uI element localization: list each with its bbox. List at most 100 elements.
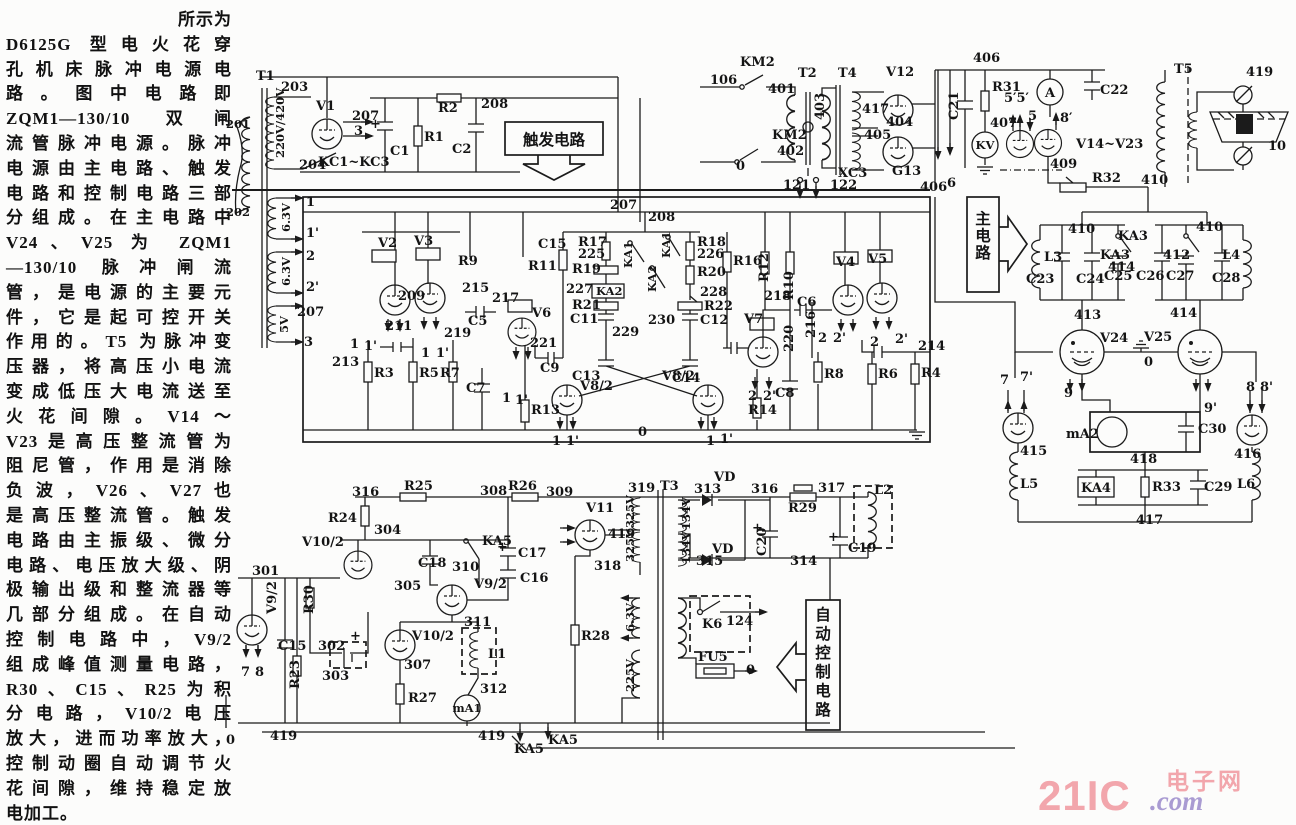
left-text-line: 变成低压大电流送至	[6, 381, 232, 401]
label-node-207-rail: 207	[610, 198, 637, 213]
label-node-1-t1: 1	[306, 195, 315, 210]
label-node-2-v7: 2	[748, 389, 757, 404]
label-km2-lower: KM2	[772, 128, 807, 143]
label-ka2-v: KA2	[645, 266, 659, 292]
label-r10: R10	[782, 271, 797, 300]
label-node-317: 317	[818, 481, 845, 496]
label-r8: R8	[824, 367, 844, 382]
label-node-0-fu5: 0	[746, 663, 755, 678]
label-r19: R19	[572, 262, 601, 277]
label-node-413: 413	[1074, 308, 1101, 323]
label-t1: T1	[256, 69, 275, 84]
label-r3: R3	[374, 366, 394, 381]
label-r9: R9	[458, 254, 478, 269]
label-node-419-bl: 419	[270, 729, 297, 744]
label-t1-w3-voltage: 5V	[277, 315, 291, 333]
label-r18: R18	[697, 235, 726, 250]
label-node-124: 124	[726, 614, 753, 629]
left-text-line: 组成峰值测量电路，	[6, 654, 232, 674]
left-text-line: 控制电路中，V9/2	[6, 629, 232, 649]
label-node-201: 201	[226, 117, 250, 131]
label-node-9: 9	[1064, 386, 1073, 401]
trigger-generator	[303, 211, 930, 440]
label-node-208-rail: 208	[648, 210, 675, 225]
label-ma2-label: mA2	[1066, 427, 1099, 442]
label-r16: R16	[733, 254, 762, 269]
label-t1-primary-voltage: 220V/420V	[273, 87, 287, 158]
label-node-226: 226	[697, 247, 724, 262]
left-text-line: R30、C15、R25为积	[6, 679, 232, 699]
label-v8-2-right: V8/2	[661, 369, 695, 384]
label-ka5-c: KA5	[548, 733, 578, 748]
left-text-line: 作用的。T5 为脉冲变	[6, 332, 232, 352]
label-g13: G13	[892, 164, 921, 179]
label-node-414-a: 414	[1108, 260, 1135, 275]
label-node-319: 319	[628, 481, 655, 496]
label-c13: C13	[572, 369, 600, 384]
label-node-0-main: 0	[1144, 355, 1153, 370]
label-node-5: 5	[1028, 109, 1037, 124]
label-c25: C25	[1104, 269, 1132, 284]
label-node-3-v1: 3	[354, 124, 363, 139]
label-node-209: 209	[398, 289, 425, 304]
label-node-207-t1: 207	[297, 305, 324, 320]
label-node-316-b: 316	[751, 482, 778, 497]
left-text-line: 极输出级和整流器等	[6, 580, 232, 600]
label-w325-a: 325V	[623, 494, 637, 528]
label-batt-plus: +	[350, 629, 361, 644]
label-c17-plus: +	[497, 540, 508, 555]
label-ka1-v1: KA1	[621, 242, 635, 268]
label-node-5p5p: 5′5′	[1004, 91, 1030, 106]
label-c7: C7	[466, 381, 485, 396]
label-w325-b: 325V	[623, 528, 637, 562]
v1-oscillator-stage	[262, 76, 641, 222]
label-v10-2-a: V10/2	[301, 535, 344, 550]
label-c19: C19	[848, 541, 876, 556]
label-t1-w2-voltage: 6.3V	[279, 256, 293, 286]
label-node-219: 219	[444, 326, 471, 341]
label-node-1p-v3: 1'	[436, 346, 449, 361]
label-r23: R23	[288, 660, 303, 689]
label-l4: L4	[1222, 248, 1240, 263]
label-r22: R22	[704, 299, 733, 314]
label-r28: R28	[581, 629, 610, 644]
label-r20: R20	[697, 265, 726, 280]
label-c21: C21	[947, 92, 962, 120]
main-power-circuit	[934, 197, 1268, 523]
label-node-2-v5: 2	[870, 335, 879, 350]
label-node-220: 220	[782, 325, 797, 352]
label-ammeter-label: A	[1044, 86, 1056, 101]
label-v7: V7	[743, 312, 763, 327]
label-node-404: 404	[886, 115, 913, 130]
label-c19-plus: +	[828, 530, 839, 545]
km2-t2-t4-v12-g13	[700, 70, 936, 200]
label-t5: T5	[1174, 62, 1193, 77]
label-node-410-b: 410	[1068, 222, 1095, 237]
label-node-1p-v8b: 1'	[720, 432, 733, 447]
label-node-308: 308	[480, 484, 507, 499]
label-node-417-t4: 417	[862, 102, 889, 117]
label-node-1p-t1: 1'	[306, 226, 319, 241]
label-c1-plus: +	[370, 117, 381, 132]
label-l5: L5	[1020, 477, 1038, 492]
label-v1: V1	[315, 99, 335, 114]
label-node-208-top: 208	[481, 97, 508, 112]
left-text-line: 控制动圈自动调节火	[6, 753, 232, 773]
label-node-2p-t1: 2'	[306, 280, 319, 295]
label-kc1-kc3: KC1~KC3	[318, 155, 390, 170]
label-node-309: 309	[546, 485, 573, 500]
left-text-line: 所示为	[178, 10, 232, 29]
left-text-line: 放大，进而功率放大，	[6, 729, 232, 749]
left-text-line: 电路由主振级、微分	[6, 530, 232, 550]
label-node-416: 416	[1234, 447, 1261, 462]
label-ka3-b: KA3	[1100, 248, 1130, 263]
label-node-121: 121	[783, 178, 810, 193]
label-node-417-b: 417	[1136, 513, 1163, 528]
label-l6: L6	[1237, 477, 1255, 492]
left-text-line: D6125G 型电火花穿	[6, 34, 232, 54]
label-c11: C11	[570, 312, 598, 327]
label-v5: V5	[867, 252, 887, 267]
left-text-line: —130/10 脉冲闸流	[6, 257, 232, 277]
